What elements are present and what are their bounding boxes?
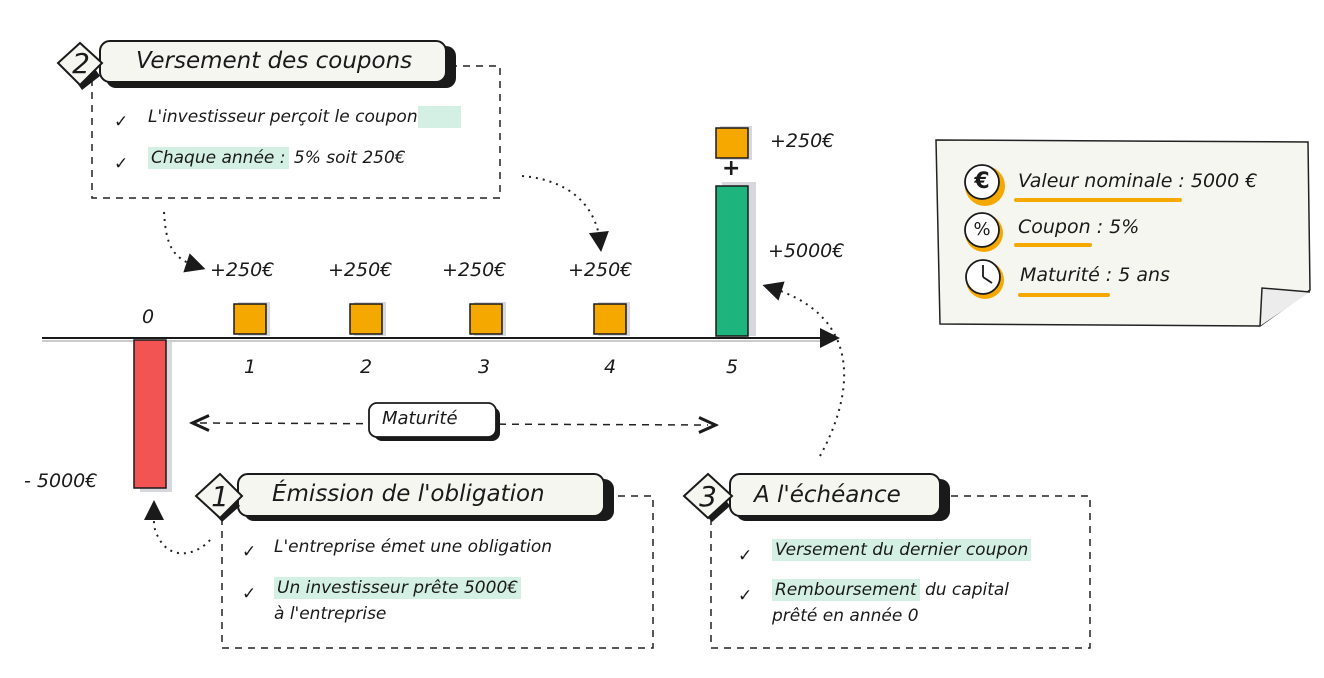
investment-bar: [133, 339, 167, 489]
check-icon: ✓: [242, 584, 257, 604]
coupons-diamond: [56, 41, 104, 87]
check-icon: ✓: [114, 154, 129, 174]
echeance-title: A l'échéance: [754, 482, 901, 508]
euro-symbol: €: [974, 169, 990, 194]
coupon-label-1: +250€: [210, 259, 275, 281]
info-card-fold: [1259, 287, 1311, 327]
echeance-line-1: Versement du dernier coupon: [772, 539, 1032, 561]
year-1: 1: [244, 356, 257, 378]
check-icon: ✓: [242, 542, 257, 562]
coupons-step-number: 2: [72, 47, 90, 80]
emission-panel-border: [221, 495, 654, 649]
percent-icon: [964, 212, 1000, 248]
echeance-step-number: 3: [699, 480, 717, 513]
check-icon: ✓: [114, 112, 129, 132]
maturity-pill: [368, 402, 497, 438]
coupons-title: Versement des coupons: [136, 48, 413, 74]
coupons-arrow-right: [521, 175, 609, 252]
maturity-value: Maturité : 5 ans: [1020, 264, 1170, 286]
coupon-label-3: +250€: [442, 259, 507, 281]
coupon-label-2: +250€: [328, 259, 393, 281]
emission-diamond: [194, 472, 244, 520]
emission-line-2: Un investisseur prête 5000€: [274, 577, 522, 599]
nominal-label: +5000€: [768, 240, 845, 262]
echeance-line-3: prêté en année 0: [772, 606, 919, 626]
year-3: 3: [478, 356, 491, 378]
coupon-square-5: [715, 127, 749, 159]
coupon-label-4: +250€: [568, 259, 633, 281]
year-0: 0: [142, 306, 155, 328]
coupons-line-2: Chaque année : 5% soit 250€: [148, 147, 406, 169]
echeance-diamond: [682, 472, 734, 520]
emission-arrow: [144, 500, 211, 555]
emission-line-1: L'entreprise émet une obligation: [274, 537, 553, 557]
coupons-panel-border: [91, 65, 501, 199]
check-icon: ✓: [738, 586, 753, 606]
coupon-square-2: [349, 303, 383, 335]
nominal-bar: [715, 185, 749, 337]
echeance-panel-border: [710, 495, 1091, 649]
echeance-arrow: [762, 281, 846, 457]
coupons-arrow-left: [163, 211, 206, 273]
maturity-label: Maturité: [382, 408, 458, 429]
emission-line-3: à l'entreprise: [274, 604, 387, 624]
emission-step-number: 1: [211, 480, 229, 513]
year-4: 4: [604, 356, 617, 378]
echeance-line-2: Remboursement du capital: [772, 579, 1009, 601]
coupon-square-1: [233, 303, 267, 335]
coupon-square-3: [469, 303, 503, 335]
percent-symbol: %: [973, 219, 991, 240]
euro-icon: [964, 164, 1000, 200]
maturity-arrow: [200, 423, 708, 425]
check-icon: ✓: [738, 546, 753, 566]
year-5: 5: [726, 356, 739, 378]
year-2: 2: [360, 356, 373, 378]
emission-title: Émission de l'obligation: [272, 481, 545, 507]
investment-label: - 5000€: [24, 470, 98, 492]
coupon-label-5: +250€: [770, 130, 835, 152]
coupon-square-4: [593, 303, 627, 335]
nominal-value: Valeur nominale : 5000 €: [1018, 170, 1258, 192]
coupon-value: Coupon : 5%: [1018, 216, 1140, 238]
plus-sign: +: [722, 156, 741, 181]
coupons-line-1: L'investisseur perçoit le coupon: [148, 106, 461, 128]
